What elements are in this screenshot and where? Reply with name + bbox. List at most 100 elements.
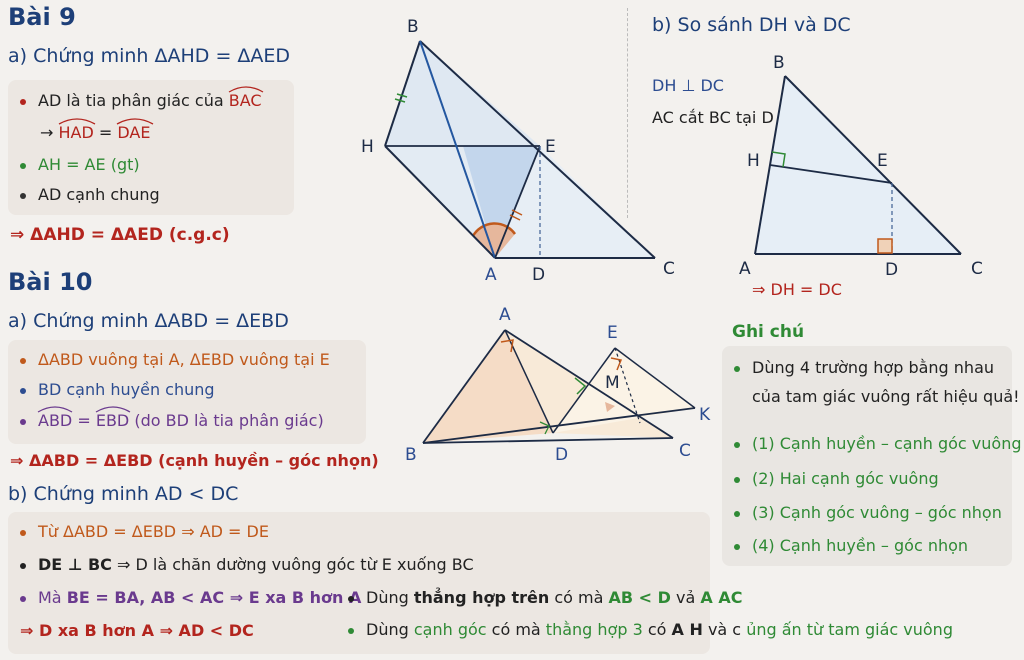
bullet-dot — [348, 595, 354, 602]
bullet-dot — [20, 529, 26, 536]
tick-marks-ea — [509, 209, 523, 221]
extra-text: có mà — [549, 588, 609, 607]
bullet-dot — [20, 387, 26, 394]
label-d: D — [555, 445, 568, 465]
bullet-text: AD cạnh chung — [38, 185, 160, 204]
notes-item-text: (3) Cạnh góc vuông – góc nhọn — [752, 503, 1002, 522]
bullet-text: ΔABD vuông tại A, ΔEBD vuông tại E — [38, 350, 330, 369]
notes-intro: Dùng 4 trường hợp bằng nhau — [734, 358, 994, 377]
divider — [627, 8, 628, 218]
bullet-dot — [20, 418, 26, 425]
segment-bc — [784, 75, 962, 255]
notes-intro-line2: của tam giác vuông rất hiệu quả! — [752, 387, 1020, 406]
label-k: K — [699, 405, 711, 425]
bai9-b-line1: DH ⊥ DC — [652, 76, 724, 95]
bai10-proof-box-b — [8, 512, 710, 654]
bullet-dot — [734, 510, 740, 517]
bai10-title: Bài 10 — [8, 268, 93, 296]
bai9-bullet-1: AD là tia phân giác của BAC — [20, 86, 264, 110]
bullet-dot — [20, 162, 26, 169]
segment-bh — [384, 40, 421, 147]
label-a: A — [499, 305, 511, 325]
bullet-text-bold: DE ⊥ BC — [38, 555, 112, 574]
angle-ebd: EBD — [95, 406, 131, 430]
bullet-dot — [20, 562, 26, 569]
angle-label: HAD — [58, 123, 94, 142]
bullet-dot — [348, 627, 354, 634]
bai10-bullet-2: BD cạnh huyền chung — [20, 380, 215, 399]
angle-marker — [605, 402, 615, 412]
right-angle-d — [539, 421, 550, 435]
right-angle-m — [574, 377, 587, 395]
right-angle-d — [877, 238, 893, 254]
angle-arc-icon — [58, 118, 95, 125]
bullet-text-bold: BE = BA, AB < AC ⇒ E xa B hơn A — [66, 588, 362, 607]
bai10-part-a-heading: a) Chứng minh ΔABD = ΔEBD — [8, 310, 289, 332]
right-angle-h — [771, 151, 786, 168]
tick-marks-bh — [394, 93, 408, 103]
label-b: B — [407, 17, 419, 37]
arrow-text: → — [40, 123, 59, 142]
extra-text-green: A AC — [700, 588, 743, 607]
bullet-dot — [20, 192, 26, 199]
extra-text: có mà — [486, 620, 546, 639]
bai10-bullet-3: ABD = EBD (do BD là tia phân giác) — [20, 406, 324, 430]
segment-ha — [384, 145, 496, 259]
bai10-b-conclusion: ⇒ D xa B hơn A ⇒ AD < DC — [20, 621, 254, 640]
angle-arc-icon — [95, 406, 131, 413]
extra-text-bold: A H — [671, 620, 703, 639]
label-c: C — [971, 259, 983, 279]
bai9-part-b-heading: b) So sánh DH và DC — [652, 14, 851, 36]
bullet-dot — [734, 543, 740, 550]
bullet-dot — [734, 476, 740, 483]
bullet-text: (do BD là tia phân giác) — [129, 411, 324, 430]
equals-text: = — [93, 123, 118, 142]
bai10-b-bullet-3: Mà BE = BA, AB < AC ⇒ E xa B hơn A — [20, 588, 361, 607]
bullet-text: Từ ΔABD = ΔEBD ⇒ AD = DE — [38, 522, 269, 541]
bai10-bullet-1: ΔABD vuông tại A, ΔEBD vuông tại E — [20, 350, 330, 369]
extra-text: có — [642, 620, 672, 639]
label-b: B — [773, 53, 785, 73]
label-h: H — [747, 151, 760, 171]
label-a: A — [485, 265, 497, 285]
angle-a-arc — [471, 222, 517, 237]
bai9-part-a-heading: a) Chứng minh ΔAHD = ΔAED — [8, 45, 291, 67]
bullet-dot — [734, 365, 740, 372]
notes-item-text: (4) Cạnh huyền – góc nhọn — [752, 536, 969, 555]
segment-ek — [614, 347, 696, 409]
label-e: E — [545, 137, 556, 157]
label-b: B — [405, 445, 417, 465]
notes-intro-line1: Dùng 4 trường hợp bằng nhau — [752, 358, 995, 377]
triangle-fill — [755, 76, 961, 254]
angle-bac: BAC — [228, 86, 264, 110]
label-c: C — [679, 441, 691, 461]
bai10-b-bullet-1: Từ ΔABD = ΔEBD ⇒ AD = DE — [20, 522, 269, 541]
label-c: C — [663, 259, 675, 279]
notes-title: Ghi chú — [732, 322, 805, 342]
bullet-dot — [20, 357, 26, 364]
dashed-em — [614, 347, 641, 424]
bai9-b-line2: AC cắt BC tại D — [652, 108, 774, 127]
label-e: E — [877, 151, 888, 171]
angle-label: DAE — [117, 123, 151, 142]
bai9-bullet-1b: → HAD = DAE — [40, 118, 154, 142]
bullet-text: BD cạnh huyền chung — [38, 380, 215, 399]
bullet-dot — [20, 98, 26, 105]
angle-arc-icon — [117, 118, 154, 125]
segment-ab — [422, 329, 506, 444]
extra-text-green: cạnh góc — [413, 620, 487, 639]
bullet-text: Mà — [38, 588, 67, 607]
triangle-abd-fill — [423, 330, 553, 443]
angle-label: EBD — [95, 411, 130, 430]
bai9-proof-box — [8, 80, 294, 215]
bai9-title: Bài 9 — [8, 3, 76, 31]
angle-arc-icon — [37, 406, 73, 413]
extra-text-green: thằng hợp 3 — [545, 620, 643, 639]
notes-item-text: (1) Cạnh huyền – cạnh góc vuông — [752, 434, 1022, 453]
bai10-b-bullet-2: DE ⊥ BC ⇒ D là chăn dường vuông góc từ E… — [20, 555, 474, 574]
bai10-extra-2: Dùng cạnh góc có mà thằng hợp 3 có A H v… — [348, 620, 953, 639]
segment-bc — [419, 40, 656, 259]
bullet-text: AH = AE (gt) — [38, 155, 140, 174]
bai10-figure: A E M K B D C — [405, 305, 711, 465]
right-angle-a — [500, 339, 514, 353]
